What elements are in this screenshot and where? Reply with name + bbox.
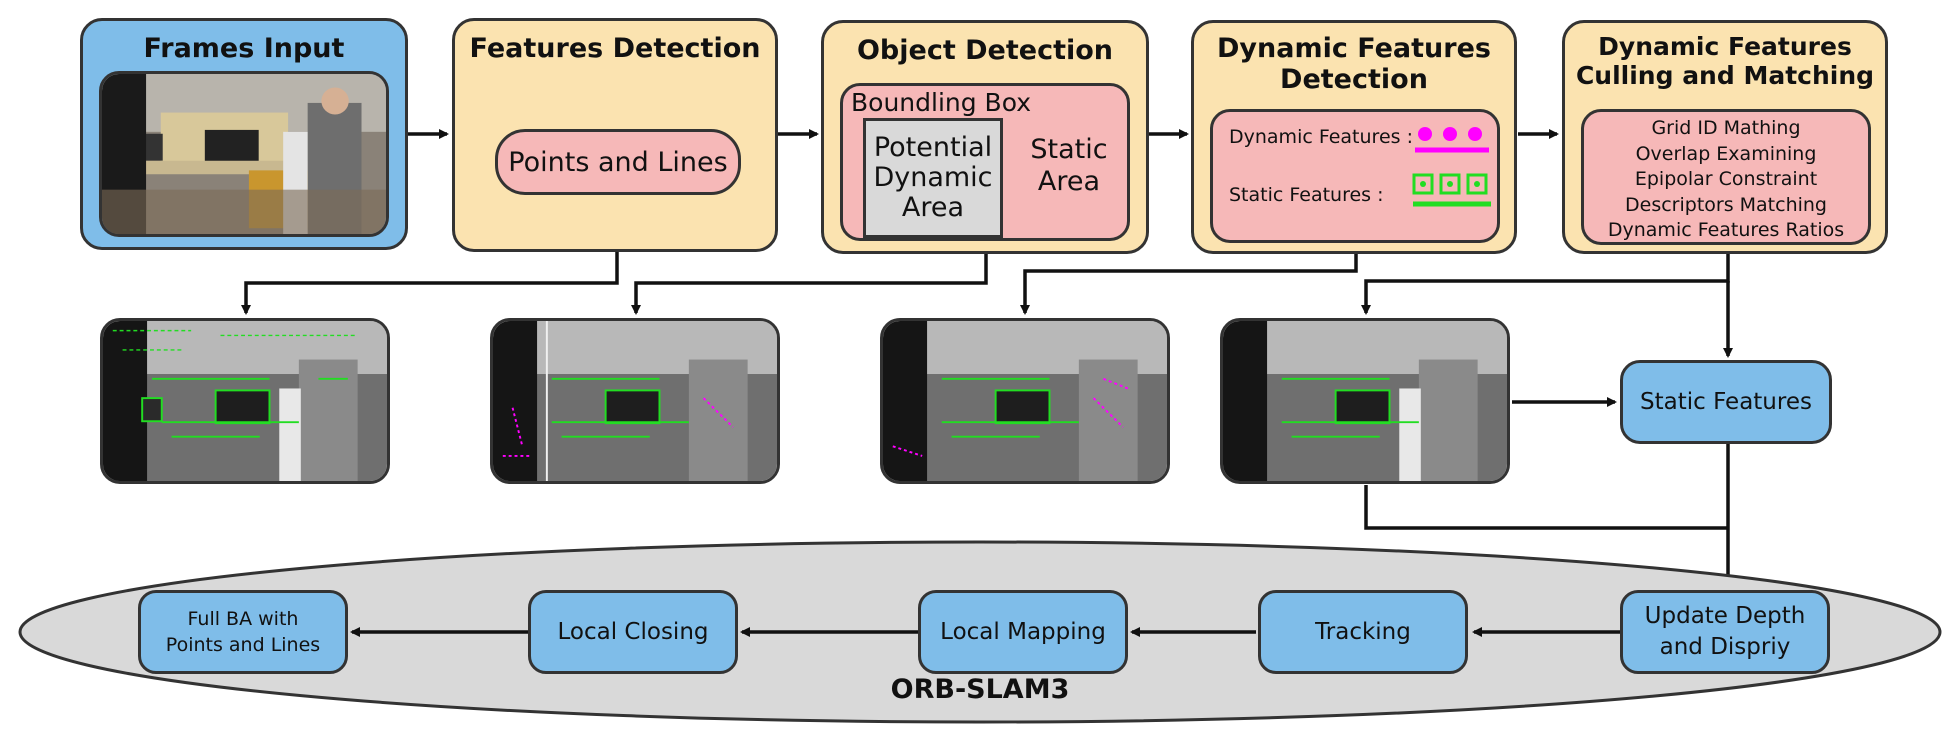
dynamic-features-marker: [1415, 127, 1489, 153]
connector-img4-to-update: [1364, 485, 1728, 530]
culling-title-line1: Dynamic Features: [1598, 32, 1852, 61]
object-detection-title: Object Detection: [856, 35, 1114, 66]
dynamic-detection-title-line2: Detection: [1280, 64, 1428, 96]
features-detection-title: Features Detection: [469, 33, 761, 64]
update-line1: Update Depth: [1644, 603, 1806, 629]
dynamic-detection-title-line1: Dynamic Features: [1217, 33, 1491, 64]
static-features-box: Static Features: [1620, 360, 1832, 444]
static-line2: Area: [1037, 166, 1101, 197]
features-image-1: [100, 318, 390, 484]
culling-title: Dynamic Features Culling and Matching: [1565, 32, 1885, 91]
bounding-box-label: Boundling Box: [851, 88, 1032, 117]
features-image-4: [1220, 318, 1510, 484]
frames-input-box: Frames Input: [80, 18, 408, 250]
features-image-2: [490, 318, 780, 484]
static-line1: Static: [1030, 134, 1108, 165]
connector-object-to-img2: [631, 254, 988, 315]
local-closing-label: Local Closing: [557, 619, 709, 645]
bounding-box-area: Boundling Box Potential Dynamic Area Sta…: [840, 83, 1130, 241]
dynamic-static-legend-box: Dynamic Features : Static Features :: [1210, 109, 1500, 243]
features-image-3: [880, 318, 1170, 484]
culling-matching-box: Dynamic Features Culling and Matching Gr…: [1562, 20, 1888, 254]
culling-steps-box: Grid ID Mathing Overlap Examining Epipol…: [1581, 109, 1871, 245]
potential-dynamic-area-box: Potential Dynamic Area: [863, 118, 1003, 238]
connector-culling-to-img4: [1361, 254, 1730, 315]
potential-line2: Dynamic: [873, 162, 993, 193]
points-and-lines-label: Points and Lines: [508, 146, 728, 178]
dynamic-features-label: Dynamic Features :: [1229, 126, 1413, 148]
full-ba-box: Full BA with Points and Lines: [138, 590, 348, 674]
update-depth-box: Update Depth and Dispriy: [1620, 590, 1830, 674]
culling-step: Descriptors Matching: [1625, 193, 1827, 216]
full-ba-line2: Points and Lines: [165, 634, 321, 656]
culling-step: Grid ID Mathing: [1651, 117, 1801, 139]
update-line2: and Dispriy: [1659, 634, 1791, 660]
culling-step: Dynamic Features Ratios: [1607, 219, 1845, 241]
local-closing-box: Local Closing: [528, 590, 738, 674]
points-and-lines-box: Points and Lines: [495, 129, 741, 195]
tracking-label: Tracking: [1315, 619, 1411, 645]
dynamic-features-detection-box: Dynamic Features Detection Dynamic Featu…: [1191, 20, 1517, 254]
local-mapping-box: Local Mapping: [918, 590, 1128, 674]
connector-dynamic-to-img3: [1020, 254, 1358, 315]
tracking-box: Tracking: [1258, 590, 1468, 674]
frames-input-title: Frames Input: [143, 33, 345, 64]
static-features-box-label: Static Features: [1640, 389, 1812, 415]
static-features-marker: [1412, 173, 1491, 207]
local-mapping-label: Local Mapping: [940, 619, 1106, 645]
culling-title-line2: Culling and Matching: [1575, 60, 1875, 90]
frames-input-photo: [99, 71, 389, 237]
culling-step: Epipolar Constraint: [1634, 168, 1818, 190]
potential-line1: Potential: [873, 132, 993, 163]
full-ba-line1: Full BA with: [187, 608, 299, 630]
potential-line3: Area: [901, 192, 965, 223]
connector-features-to-img1: [241, 252, 619, 315]
culling-step: Overlap Examining: [1635, 142, 1817, 165]
features-detection-box: Features Detection Points and Lines: [452, 18, 778, 252]
orb-slam-label: ORB-SLAM3: [890, 674, 1070, 705]
static-features-label: Static Features :: [1229, 184, 1384, 206]
dynamic-detection-title: Dynamic Features Detection: [1194, 33, 1514, 95]
static-area-label: Static Area: [1009, 126, 1129, 206]
object-detection-box: Object Detection Boundling Box Potential…: [821, 20, 1149, 254]
